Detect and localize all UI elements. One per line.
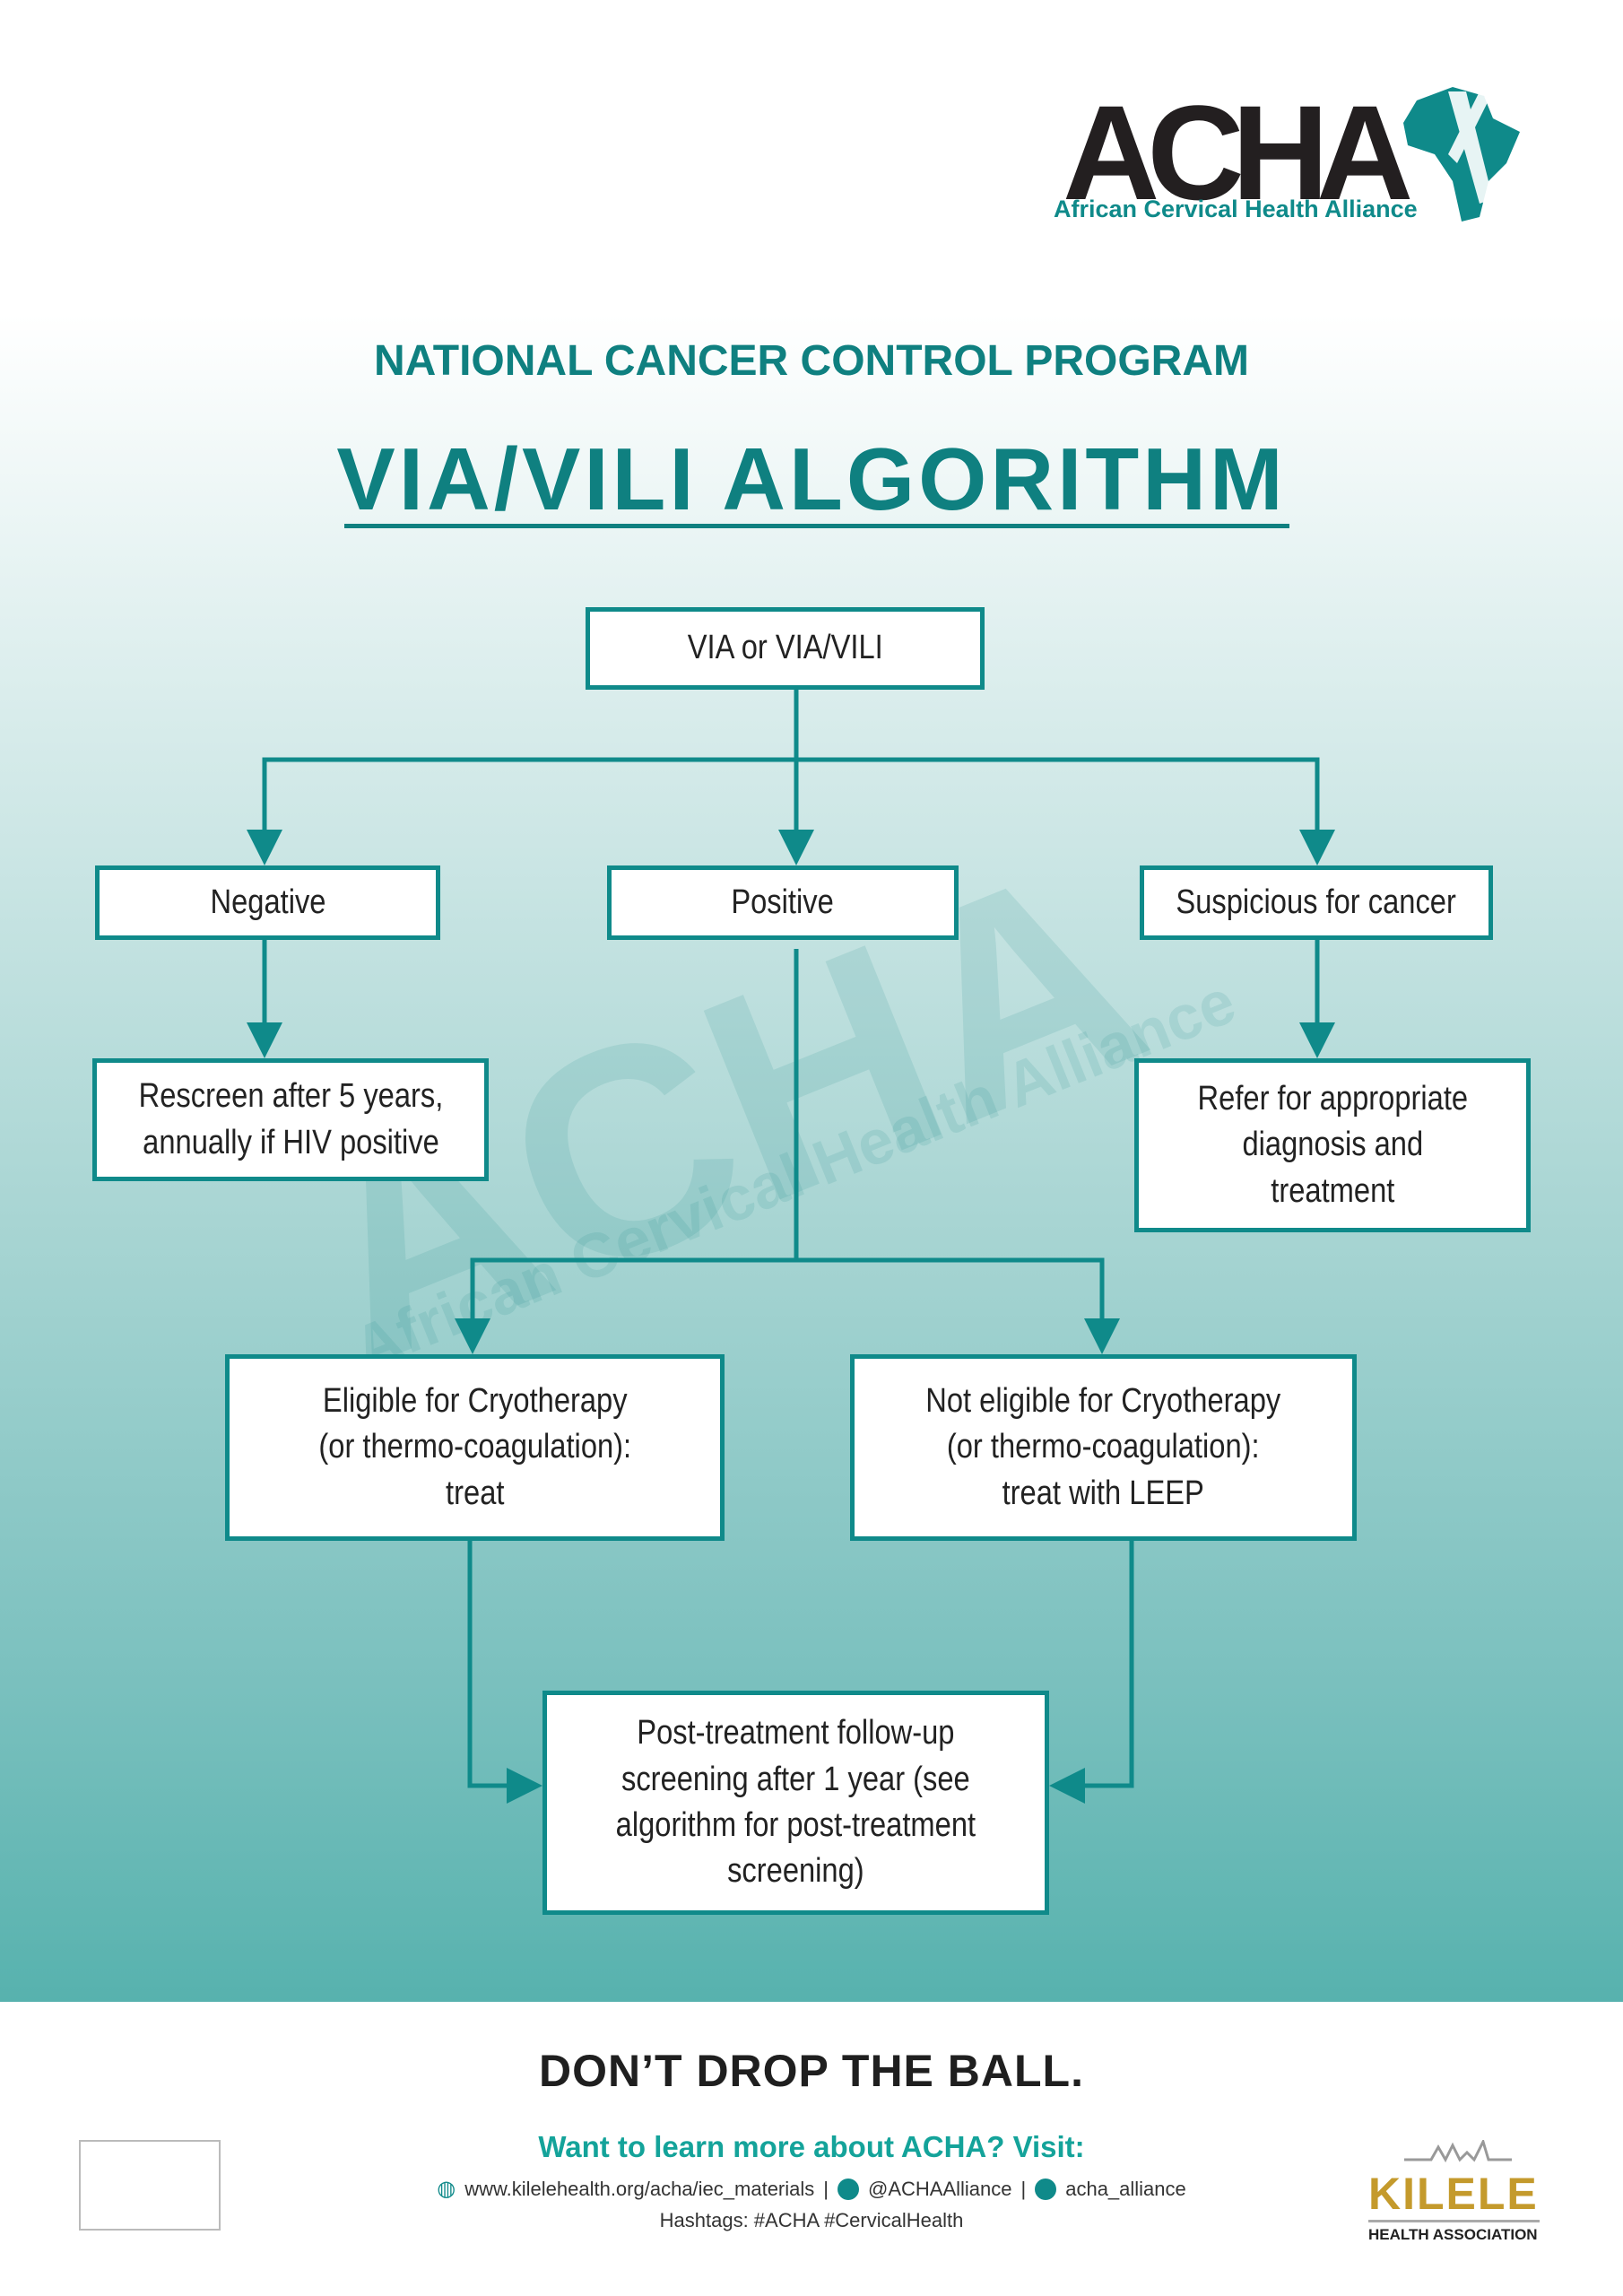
heartbeat-icon xyxy=(1404,2137,1512,2163)
blank-placeholder-box xyxy=(79,2140,221,2231)
arrow-eligible-to-followup xyxy=(467,1541,542,1804)
branch-line xyxy=(262,757,1320,852)
arrow-not-eligible-to-followup xyxy=(1049,1541,1134,1804)
kilele-subtitle: HEALTH ASSOCIATION xyxy=(1368,2220,1540,2244)
cta-text: Want to learn more about ACHA? Visit: xyxy=(538,2130,1085,2163)
website-link[interactable]: www.kilelehealth.org/acha/iec_materials xyxy=(464,2177,815,2200)
node-rescreen: Rescreen after 5 years, annually if HIV … xyxy=(92,1058,489,1181)
twitter-icon xyxy=(838,2178,859,2200)
program-title: NATIONAL CANCER CONTROL PROGRAM xyxy=(374,337,1249,385)
separator: | xyxy=(823,2177,829,2200)
node-suspicious: Suspicious for cancer xyxy=(1140,865,1493,940)
separator: | xyxy=(1020,2177,1027,2200)
social-links: ◍ www.kilelehealth.org/acha/iec_material… xyxy=(0,2176,1623,2202)
logo-tagline: African Cervical Health Alliance xyxy=(1054,196,1418,222)
node-negative: Negative xyxy=(95,865,440,940)
node-refer: Refer for appropriate diagnosis and trea… xyxy=(1134,1058,1531,1232)
treatment-branch xyxy=(470,1257,1105,1341)
hashtags: Hashtags: #ACHA #CervicalHealth xyxy=(659,2209,964,2231)
twitter-link[interactable]: @ACHAAlliance xyxy=(868,2177,1012,2200)
node-eligible: Eligible for Cryotherapy (or thermo-coag… xyxy=(225,1354,725,1541)
kilele-wordmark: KILELE xyxy=(1368,2169,1539,2219)
instagram-link[interactable]: acha_alliance xyxy=(1065,2177,1186,2200)
slogan: DON’T DROP THE BALL. xyxy=(539,2046,1084,2096)
node-followup: Post-treatment follow-up screening after… xyxy=(542,1691,1049,1915)
node-positive: Positive xyxy=(607,865,959,940)
page-title: VIA/VILI ALGORITHM xyxy=(336,430,1287,528)
globe-icon: ◍ xyxy=(437,2177,456,2201)
instagram-icon xyxy=(1035,2178,1057,2200)
node-start: VIA or VIA/VILI xyxy=(586,607,985,690)
node-not-eligible: Not eligible for Cryotherapy (or thermo-… xyxy=(850,1354,1357,1541)
africa-ribbon-icon xyxy=(1403,87,1520,222)
title-underline xyxy=(344,524,1289,528)
logo-wordmark: ACHA xyxy=(1063,77,1413,228)
kilele-logo: KILELE HEALTH ASSOCIATION xyxy=(1368,2137,1540,2243)
